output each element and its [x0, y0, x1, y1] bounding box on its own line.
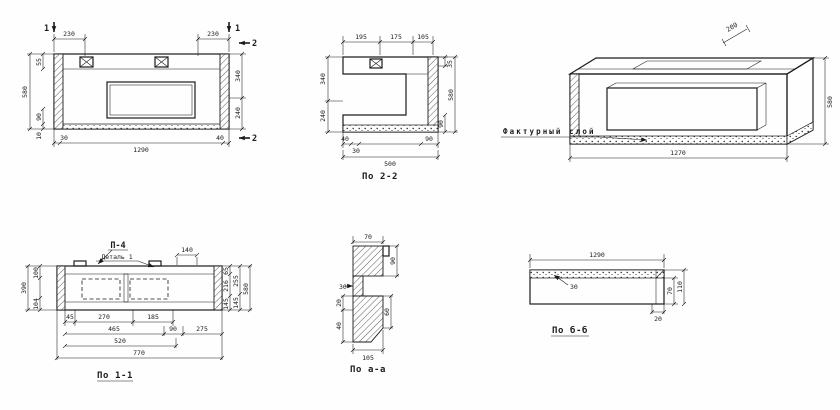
dim-30-bottom: 30: [60, 134, 68, 142]
dim-390: 390: [20, 282, 28, 294]
section-b-b-dimensions: 1290 30 70 110 20 По б-б: [527, 251, 688, 337]
dim-580: 580: [826, 96, 834, 108]
dim-175: 175: [390, 33, 402, 41]
dim-20: 20: [654, 315, 662, 323]
front-elevation-dimensions: 230 230 1 1 580 55 90 10 30 1290 40 340 …: [21, 22, 257, 154]
dim-20: 20: [335, 299, 343, 307]
dim-216: 216: [222, 280, 230, 292]
section-b-b-linework: [529, 269, 665, 305]
section-1-1-label: По 1-1: [97, 371, 133, 381]
dim-230-right: 230: [207, 30, 219, 38]
dim-104: 104: [32, 298, 40, 310]
dim-200: 200: [725, 21, 739, 34]
view-section-b-b: 1290 30 70 110 20 По б-б: [527, 251, 688, 337]
dim-240-right: 240: [234, 107, 242, 119]
dim-580-left: 580: [21, 86, 29, 98]
axonometric-linework: [567, 56, 816, 146]
dim-90-left: 90: [35, 113, 43, 121]
view-section-1-1: П-4 Деталь 1 140 45 270 185 465 90 275 5…: [20, 241, 253, 382]
dim-30: 30: [339, 283, 347, 291]
dim-40: 40: [335, 322, 343, 330]
section-a-a-dimensions: 70 90 30 20 40 60 105 По а-а: [335, 233, 400, 375]
axonometric-dimensions: 200 1270 580 Фактурный слой: [501, 21, 834, 162]
section-flag-2-top: 2: [252, 39, 257, 49]
section-2-2-dimensions: 195 175 105 35 340 240 580 90 40 30 90 5…: [319, 33, 458, 182]
dim-185: 185: [147, 313, 159, 321]
dim-1270: 1270: [670, 149, 686, 157]
front-elevation-linework: [53, 53, 230, 130]
dim-580: 580: [242, 283, 250, 295]
dim-105: 105: [417, 33, 429, 41]
dim-100: 100: [32, 267, 40, 279]
dim-65-right: 65: [222, 267, 230, 275]
view-section-a-a: 70 90 30 20 40 60 105 По а-а: [335, 233, 400, 375]
dim-240: 240: [319, 110, 327, 122]
dim-270: 270: [98, 313, 110, 321]
dim-340-right: 340: [234, 70, 242, 82]
dim-105: 105: [362, 354, 374, 362]
section-flag-1-left: 1: [44, 24, 49, 34]
dim-195: 195: [355, 33, 367, 41]
section-1-1-dimensions: 45 270 185 465 90 275 520 770 390 100 10…: [20, 263, 253, 382]
view-axonometric: 200 1270 580 Фактурный слой: [501, 21, 834, 162]
dim-60: 60: [383, 308, 391, 316]
section-1-1-linework: [56, 260, 223, 311]
view-section-2-2: 195 175 105 35 340 240 580 90 40 30 90 5…: [319, 33, 458, 182]
dim-10-left: 10: [35, 132, 43, 140]
dim-770: 770: [133, 349, 145, 357]
dim-580: 580: [447, 89, 455, 101]
section-2-2-linework: [342, 56, 439, 133]
dim-140: 140: [181, 246, 193, 254]
dim-275: 275: [196, 325, 208, 333]
section-flag-2-bottom: 2: [252, 134, 257, 144]
dim-45: 45: [66, 313, 74, 321]
dim-1290: 1290: [589, 251, 605, 259]
dim-255: 255: [232, 275, 240, 287]
dim-340: 340: [319, 73, 327, 85]
dim-1290-bottom: 1290: [133, 146, 149, 154]
dim-520: 520: [114, 337, 126, 345]
facing-layer-callout: Фактурный слой: [503, 127, 596, 136]
section-1-1-callouts: П-4 Деталь 1 140: [96, 241, 200, 267]
section-a-a-label: По а-а: [350, 365, 386, 375]
dim-90: 90: [389, 257, 397, 265]
dim-40-bottom: 40: [341, 135, 349, 143]
dim-70: 70: [364, 233, 372, 241]
dim-90-bottom: 90: [425, 135, 433, 143]
dim-110: 110: [676, 281, 684, 293]
dim-30-bottom: 30: [352, 147, 360, 155]
section-a-a-linework: [352, 245, 390, 343]
dim-145-a: 145: [222, 298, 230, 310]
dim-70: 70: [666, 287, 674, 295]
dim-230-left: 230: [63, 30, 75, 38]
section-flag-1-right: 1: [235, 24, 240, 34]
dim-40-bottom: 40: [216, 134, 224, 142]
dim-500: 500: [384, 160, 396, 168]
section-b-b-label: По б-б: [552, 325, 588, 336]
dim-90-right: 90: [437, 120, 445, 128]
dim-90: 90: [169, 325, 177, 333]
callout-p4: П-4: [110, 241, 125, 251]
dim-465: 465: [108, 325, 120, 333]
dim-55: 55: [35, 58, 43, 66]
callout-detail-1: Деталь 1: [101, 253, 132, 261]
dim-30: 30: [570, 283, 578, 291]
dim-145-b: 145: [232, 297, 240, 309]
view-front-elevation: 230 230 1 1 580 55 90 10 30 1290 40 340 …: [21, 22, 257, 154]
dim-35: 35: [446, 60, 454, 68]
section-2-2-label: По 2-2: [362, 172, 398, 182]
